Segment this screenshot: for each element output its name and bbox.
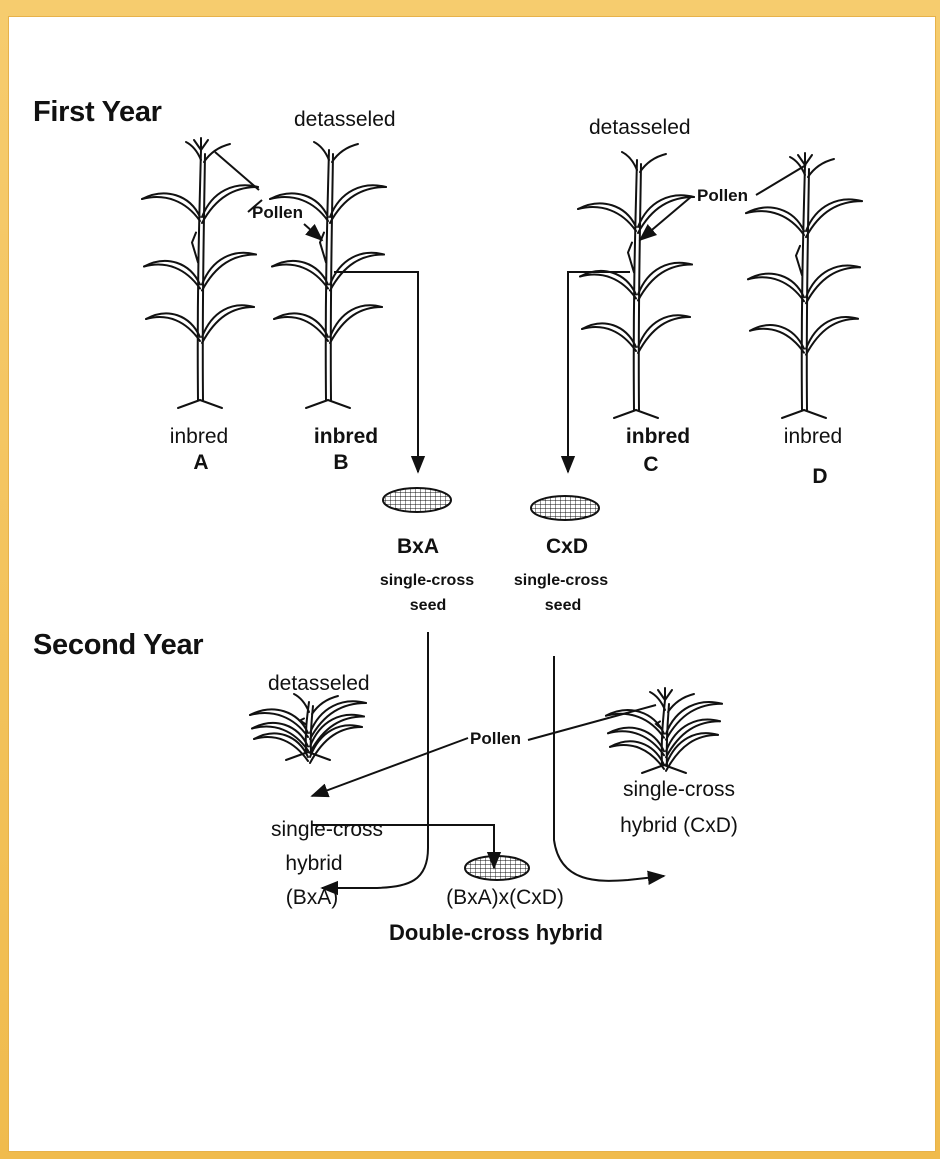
detasseled-label-b: detasseled — [294, 108, 396, 132]
plant-a-letter: A — [193, 451, 208, 475]
plant-b-letter: B — [333, 451, 348, 475]
detasseled-label-c: detasseled — [589, 116, 691, 140]
hybrid-bxa-line3: (BxA) — [286, 886, 339, 910]
seed-cxd-line1: single-cross — [514, 572, 608, 590]
plant-inbred-d — [746, 153, 862, 418]
pollen-label-a-to-b: Pollen — [252, 203, 303, 223]
plant-hybrid-cxd — [606, 688, 722, 773]
plant-d-type: inbred — [784, 425, 842, 449]
pollen-line-bxa — [312, 738, 468, 796]
seed-bxa-name: BxA — [397, 535, 439, 559]
seed-bxa-line1: single-cross — [380, 572, 474, 590]
pollen-line-cxd — [528, 705, 656, 740]
hybrid-bxa-line2: hybrid — [285, 852, 342, 876]
plant-c-letter: C — [643, 453, 658, 477]
section-second-year: Second Year — [33, 629, 203, 662]
seed-cxd-line2: seed — [545, 597, 581, 615]
plant-b-type: inbred — [314, 425, 378, 449]
section-first-year: First Year — [33, 96, 162, 129]
pollen-line-d-top — [756, 165, 806, 195]
plant-c-type: inbred — [626, 425, 690, 449]
pollen-line-b-arrow — [304, 224, 322, 240]
pollen-label-cxd-to-bxa: Pollen — [470, 729, 521, 749]
double-cross-name: (BxA)x(CxD) — [446, 886, 564, 910]
corn-plants — [142, 138, 862, 773]
double-cross-caption: Double-cross hybrid — [389, 920, 603, 946]
plant-inbred-a — [142, 138, 258, 408]
plant-a-type: inbred — [170, 425, 228, 449]
hybrid-bxa-line1: single-cross — [271, 818, 383, 842]
seed-cxd-name: CxD — [546, 535, 588, 559]
pollen-label-d-to-c: Pollen — [697, 186, 748, 206]
cross-line-c-to-seed — [568, 272, 630, 472]
seed-bxa-line2: seed — [410, 597, 446, 615]
seed-cxd-to-plant — [554, 656, 664, 881]
seed-icon-bxa — [383, 488, 451, 512]
pollen-line-a-top — [215, 152, 259, 190]
seed-bxa-to-plant — [322, 632, 428, 888]
hybrid-cxd-line1: single-cross — [623, 778, 735, 802]
seed-icon-cxd — [531, 496, 599, 520]
plant-inbred-c — [578, 152, 694, 418]
plant-d-letter: D — [812, 465, 827, 489]
plant-hybrid-bxa — [250, 694, 366, 763]
hybrid-cxd-line2: hybrid (CxD) — [620, 814, 738, 838]
plant-inbred-b — [270, 142, 386, 408]
detasseled-label-bxa: detasseled — [268, 672, 370, 696]
seed-icon-double-cross — [465, 856, 529, 880]
